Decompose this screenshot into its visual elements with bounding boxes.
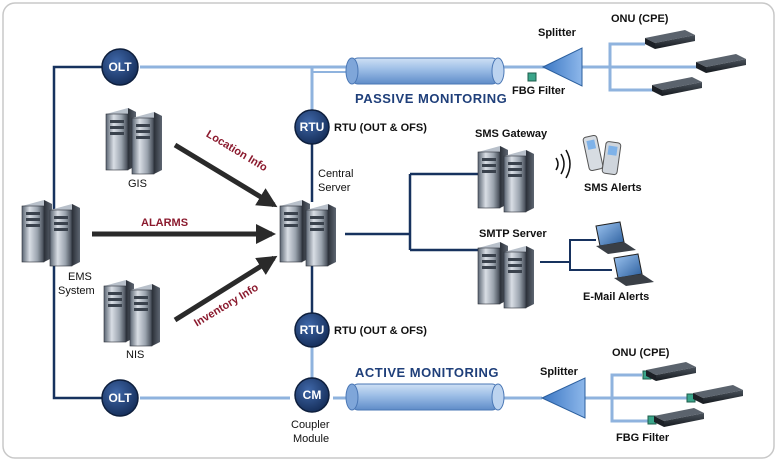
sms-gateway-server-icon bbox=[477, 145, 535, 213]
coupler-label-line2: Module bbox=[293, 433, 329, 445]
svg-text:RTU: RTU bbox=[300, 120, 325, 134]
wireless-signal-icon bbox=[555, 149, 571, 179]
onu-bottom-label: ONU (CPE) bbox=[612, 347, 670, 359]
nis-label: NIS bbox=[126, 349, 144, 361]
active-tube bbox=[345, 383, 505, 411]
svg-text:OLT: OLT bbox=[108, 60, 132, 74]
onu-top-label: ONU (CPE) bbox=[611, 13, 669, 25]
rtu-bottom-node: RTU bbox=[294, 312, 330, 348]
fbg-filter-bottom-label: FBG Filter bbox=[616, 432, 670, 444]
olt-bottom-node: OLT bbox=[101, 379, 139, 417]
ems-server-icon bbox=[21, 199, 81, 267]
mobile-phone-icon bbox=[582, 134, 622, 176]
sms-alerts-label: SMS Alerts bbox=[584, 182, 642, 194]
smtp-server-icon bbox=[477, 241, 535, 309]
olt-top-node: OLT bbox=[101, 48, 139, 86]
central-server-label-line1: Central bbox=[318, 168, 353, 180]
nis-server-icon bbox=[103, 279, 161, 347]
email-alerts-label: E-Mail Alerts bbox=[583, 291, 649, 303]
flow-arrows bbox=[92, 142, 278, 323]
passive-monitoring-label: PASSIVE MONITORING bbox=[355, 91, 507, 106]
coupler-label-line1: Coupler bbox=[291, 419, 330, 431]
splitter-bottom-icon bbox=[540, 377, 586, 419]
svg-text:RTU: RTU bbox=[300, 323, 325, 337]
rtu-top-node: RTU bbox=[294, 109, 330, 145]
laptop-icon bbox=[595, 221, 636, 254]
gis-server-icon bbox=[105, 107, 163, 175]
passive-tube bbox=[345, 57, 505, 85]
connection-lines bbox=[52, 42, 700, 423]
central-server-icon bbox=[279, 199, 337, 267]
rtu-bottom-description: RTU (OUT & OFS) bbox=[334, 325, 427, 337]
splitter-top-label: Splitter bbox=[538, 27, 577, 39]
svg-text:OLT: OLT bbox=[108, 391, 132, 405]
sms-gateway-label: SMS Gateway bbox=[475, 128, 548, 140]
splitter-top-icon bbox=[541, 47, 583, 87]
flow-label-alarms: ALARMS bbox=[141, 217, 188, 229]
gis-label: GIS bbox=[128, 178, 147, 190]
ems-label-line2: System bbox=[58, 285, 95, 297]
rtu-top-description: RTU (OUT & OFS) bbox=[334, 122, 427, 134]
splitter-bottom-label: Splitter bbox=[540, 366, 579, 378]
ems-label-line1: EMS bbox=[68, 271, 92, 283]
active-monitoring-label: ACTIVE MONITORING bbox=[355, 365, 499, 380]
laptop-icon bbox=[613, 253, 654, 286]
svg-text:CM: CM bbox=[303, 388, 322, 402]
smtp-server-label: SMTP Server bbox=[479, 228, 547, 240]
fbg-filter-top-label: FBG Filter bbox=[512, 85, 566, 97]
coupler-module-node: CM bbox=[294, 377, 330, 413]
fbg-filter-top-icon bbox=[527, 72, 537, 82]
central-server-label-line2: Server bbox=[318, 182, 351, 194]
diagram-frame bbox=[2, 2, 775, 459]
